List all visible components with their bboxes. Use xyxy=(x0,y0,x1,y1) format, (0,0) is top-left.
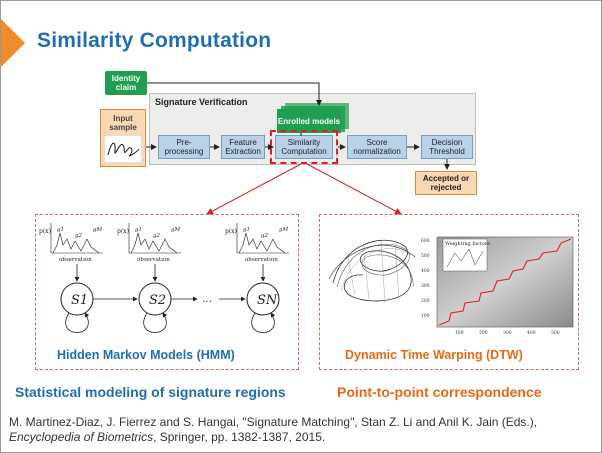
output-accepted-rejected: Accepted or rejected xyxy=(415,171,477,195)
dtw-x-tick: 200 xyxy=(479,330,488,336)
bottom-right-label: Point-to-point correspondence xyxy=(337,384,542,400)
title-arrow-icon xyxy=(1,19,25,67)
dtw-x-tick: 300 xyxy=(503,330,512,336)
dtw-x-tick: 100 xyxy=(455,330,464,336)
dtw-panel xyxy=(319,214,579,370)
step-feature-extraction: Feature Extraction xyxy=(221,135,265,159)
observation-density-graph: p(x) g1 g2 gM observation xyxy=(225,223,289,282)
hmm-state: S1 xyxy=(60,282,94,333)
mixture-label: g1 xyxy=(135,227,142,233)
state-label: S2 xyxy=(149,293,166,308)
citation-part2: , Springer, pp. 1382-1387, 2015. xyxy=(153,430,326,444)
enrolled-models-box: Enrolled models xyxy=(277,109,341,133)
dtw-y-tick: 400 xyxy=(421,268,430,274)
mixture-label: g2 xyxy=(75,233,83,239)
hmm-state: S2 xyxy=(138,282,172,333)
input-sample-label: Input sample xyxy=(109,114,137,132)
observation-density-graph: p(x) g1 g2 gM observation xyxy=(39,223,103,282)
bottom-left-label: Statistical modeling of signature region… xyxy=(15,384,286,400)
dtw-y-tick: 500 xyxy=(421,253,430,259)
observation-density-graph: p(x) g1 g2 gM observation xyxy=(117,223,181,282)
state-label: S1 xyxy=(71,293,88,308)
px-label: p(x) xyxy=(117,228,129,235)
observation-label: observation xyxy=(59,257,92,263)
dtw-x-tick: 400 xyxy=(527,330,536,336)
dtw-y-tick: 200 xyxy=(421,298,430,304)
citation-part1: M. Martinez-Diaz, J. Fierrez and S. Hang… xyxy=(9,415,538,429)
hmm-panel xyxy=(35,214,299,370)
state-label: SN xyxy=(257,293,278,308)
px-label: p(x) xyxy=(39,228,51,235)
dtw-y-tick: 300 xyxy=(421,283,430,289)
self-loop-arrow xyxy=(65,312,90,333)
mixture-label: g2 xyxy=(261,233,269,239)
mixture-label: g2 xyxy=(153,233,161,239)
self-loop-arrow xyxy=(143,312,168,333)
verification-group-label: Signature Verification xyxy=(155,97,248,107)
step-score-normalization: Score normalization xyxy=(347,135,407,159)
mixture-label: gM xyxy=(171,227,181,233)
observation-label: observation xyxy=(245,257,278,263)
dtw-inset-title: Weighting factors xyxy=(445,241,490,247)
ellipsis: … xyxy=(202,294,212,305)
px-label: p(x) xyxy=(225,228,237,235)
dtw-cost-matrix: 600 500 400 300 200 100 100 200 300 400 500 Weight… xyxy=(421,236,574,336)
signature-sample-icon xyxy=(104,135,142,163)
dtw-x-tick: 500 xyxy=(551,330,560,336)
step-similarity-computation: Similarity Computation xyxy=(275,135,333,159)
hmm-diagram: p(x) g1 g2 gM observation p(x) g1 g2 gM observati… xyxy=(39,223,289,333)
slide-title: Similarity Computation xyxy=(37,29,272,52)
mixture-label: gM xyxy=(93,227,103,233)
dtw-y-tick: 600 xyxy=(421,238,430,244)
citation: M. Martinez-Diaz, J. Fierrez and S. Hang… xyxy=(9,415,594,445)
step-preprocessing: Pre-processing xyxy=(158,135,210,159)
observation-label: observation xyxy=(137,257,170,263)
self-loop-arrow xyxy=(251,312,276,333)
citation-book: Encyclopedia of Biometrics xyxy=(9,430,154,444)
signature-3d-trajectory xyxy=(328,239,416,304)
dtw-warping-path xyxy=(438,238,572,326)
step-decision-threshold: Decision Threshold xyxy=(421,135,473,159)
mixture-label: g1 xyxy=(243,227,250,233)
dtw-caption: Dynamic Time Warping (DTW) xyxy=(345,348,523,362)
mixture-label: g1 xyxy=(57,227,64,233)
identity-claim-box: Identity claim xyxy=(105,71,147,95)
dtw-y-tick: 100 xyxy=(421,313,430,319)
hmm-state: SN xyxy=(246,282,280,333)
hmm-caption: Hidden Markov Models (HMM) xyxy=(57,348,235,362)
mixture-label: gM xyxy=(279,227,289,233)
